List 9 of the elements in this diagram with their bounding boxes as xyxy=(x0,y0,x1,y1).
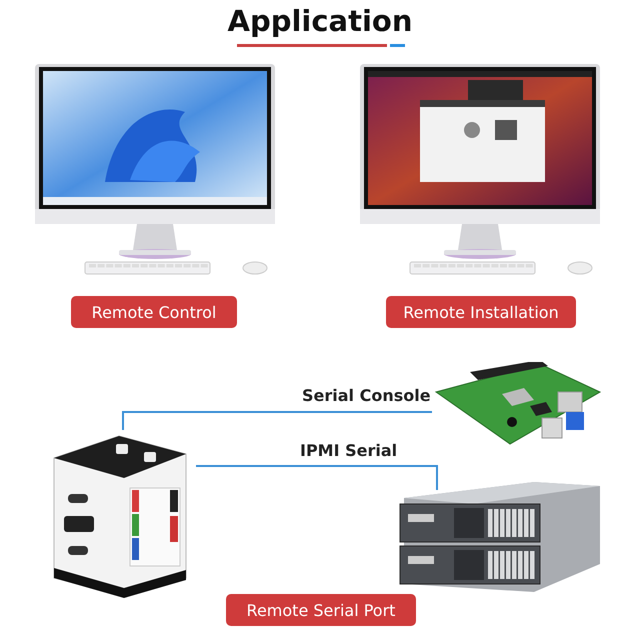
badge-text: Remote Installation xyxy=(403,302,559,322)
label-badge xyxy=(71,296,237,328)
heading: Application xyxy=(226,4,414,38)
label-badge xyxy=(386,296,576,328)
connector-line xyxy=(122,411,432,430)
badge-text: Remote Serial Port xyxy=(246,600,396,620)
badge-text: Remote Control xyxy=(92,302,216,322)
label-badge xyxy=(226,594,416,626)
connector-line xyxy=(196,465,438,490)
